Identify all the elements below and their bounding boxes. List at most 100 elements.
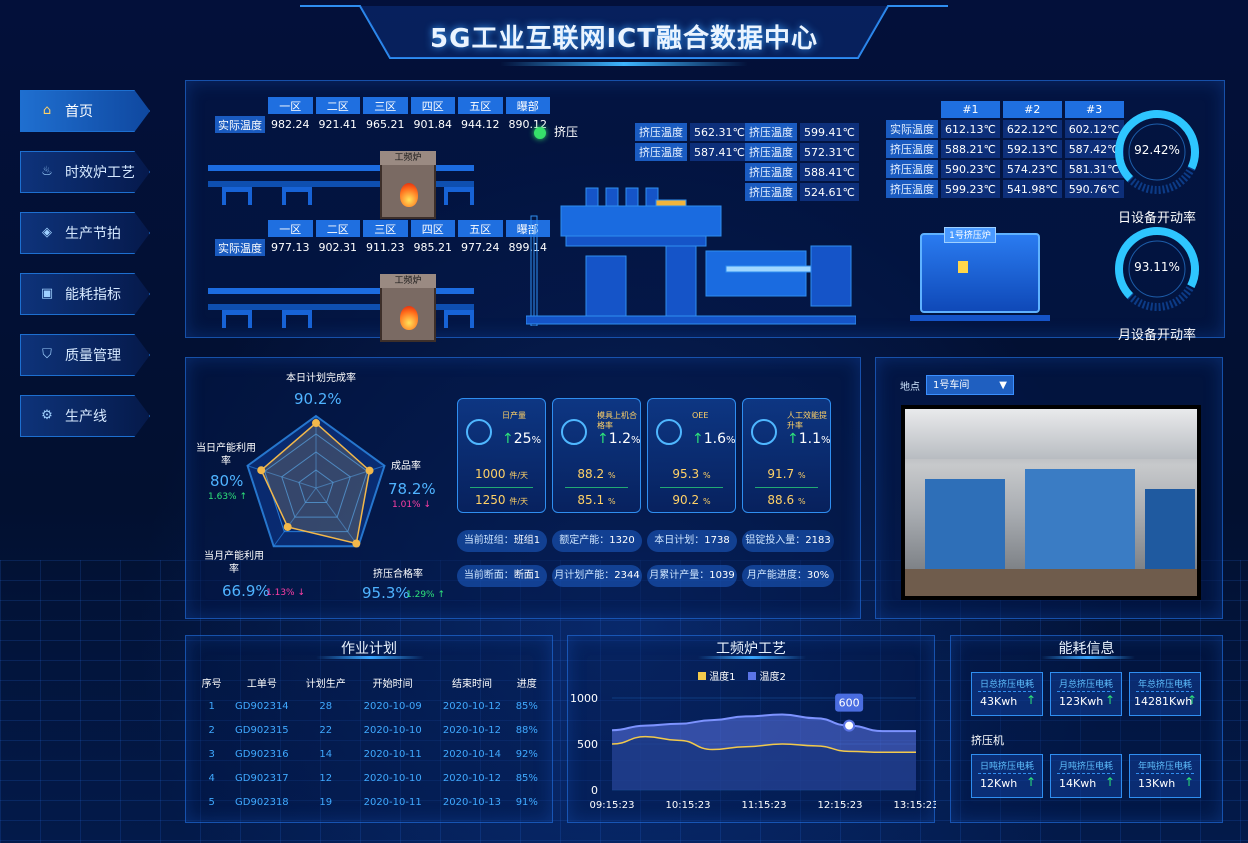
kpi-actual-unit: 件/天 (509, 471, 529, 480)
status-dot-icon (534, 126, 546, 139)
table-cell: 3 (208, 748, 215, 760)
floor (905, 569, 1197, 596)
kpi-target-value: 1250 (474, 493, 506, 507)
kpi-delta-value: 1.2 (608, 431, 631, 447)
zone-temp: 977.13 (271, 241, 310, 254)
x-tick-label: 13:15:23 (894, 800, 936, 811)
furnace-1-table: 一区 二区 三区 四区 五区 曝部 实际温度 982.24 921.41 965… (212, 95, 553, 135)
pill-value: 30% (806, 570, 830, 581)
legend-label: 温度1 (709, 672, 736, 683)
pill-value: 2183 (805, 535, 831, 546)
temp-value: 524.61℃ (800, 183, 859, 201)
dashed-divider (1136, 691, 1194, 692)
sidebar-item-label: 能耗指标 (65, 287, 121, 303)
sidebar-item-quality[interactable]: ⛉ 质量管理 (20, 334, 150, 376)
table-cell: 92% (515, 748, 538, 760)
series-area-temp1 (612, 736, 916, 790)
info-pill: 铝锭投入量：2183 (742, 530, 834, 552)
temp-value: 572.31℃ (800, 143, 859, 161)
radar-axis-label: 本日计划完成率 (286, 373, 356, 384)
kpi-delta-value: 1.1 (798, 431, 821, 447)
legend-label: 温度2 (759, 672, 786, 683)
production-kpi-panel: 本日计划完成率 90.2% 成品率 78.2% 1.01% ↓ 挤压合格率 95… (185, 357, 861, 619)
kpi-delta-unit: % (531, 435, 542, 446)
sidebar-item-aging-furnace[interactable]: ♨ 时效炉工艺 (20, 151, 150, 193)
arrow-up-icon: ↑ (1183, 775, 1194, 789)
press-frame (526, 187, 856, 326)
y-tick-label: 1000 (570, 692, 598, 705)
kpi-target-value: 90.2 (672, 493, 700, 507)
zone-temp: 911.23 (366, 241, 405, 254)
zone-temp: 944.12 (461, 118, 500, 131)
energy-card-value: 13Kwh (1138, 777, 1176, 790)
kpi-card-oee: OEE ↑1.6% 95.3 % 90.2 % (647, 398, 736, 513)
temp-label: 挤压温度 (886, 140, 938, 158)
y-tick-label: 500 (577, 738, 598, 751)
stopwatch-icon (466, 419, 492, 445)
dashed-divider (1057, 691, 1115, 692)
energy-card-title: 月总挤压电耗 (1058, 680, 1113, 690)
gauge-label: 月设备开动率 (1117, 328, 1196, 343)
conveyor-rail (208, 288, 474, 294)
gauge-ring (1115, 110, 1199, 194)
zone-temp: 921.41 (318, 118, 358, 131)
zone-header: 一区 (268, 97, 313, 114)
dashed-divider (978, 773, 1036, 774)
table-cell: 28 (319, 700, 333, 712)
zone-temp: 902.31 (318, 241, 358, 254)
energy-card-value: 123Kwh (1059, 695, 1104, 708)
radar-grid-ring (264, 433, 368, 533)
kpi-target-unit: % (797, 497, 806, 506)
energy-card: 年总挤压电耗 14281Kwh ↑ (1129, 672, 1201, 716)
kpi-card-daily-output: 日产量 ↑25% 1000 件/天 1250 件/天 (457, 398, 546, 513)
kpi-target: 85.1 % (553, 493, 640, 507)
energy-panel: 能耗信息 日总挤压电耗 43Kwh ↑ 月总挤压电耗 123Kwh ↑ 年总挤压… (950, 635, 1223, 823)
sidebar-item-production-line[interactable]: ⚙ 生产线 (20, 395, 150, 437)
x-tick-label: 09:15:23 (590, 800, 635, 811)
meter-icon: ▣ (40, 286, 54, 301)
sidebar-item-home[interactable]: ⌂ 首页 (20, 90, 150, 132)
sidebar-item-energy[interactable]: ▣ 能耗指标 (20, 273, 150, 315)
table-cell: 14 (319, 748, 333, 760)
kpi-title: 模具上机合格率 (597, 411, 637, 430)
pill-value: 1738 (704, 535, 730, 546)
location-select[interactable]: 1号车间 ▼ (926, 375, 1014, 395)
kpi-actual: 1000 件/天 (458, 467, 545, 481)
pill-label: 月累计产量： (649, 570, 710, 581)
kpi-target-unit: 件/天 (509, 497, 529, 506)
kpi-divider (660, 487, 723, 488)
daily-uptime-gauge: 92.42% 日设备开动率 (1112, 107, 1202, 226)
extrusion-legend: 挤压 (534, 123, 578, 140)
zone-header: 一区 (268, 220, 313, 237)
location-label: 地点 (900, 382, 920, 393)
zone-header: 三区 (363, 220, 408, 237)
dashed-divider (1136, 773, 1194, 774)
zone-header: 四区 (410, 220, 455, 237)
kpi-actual-value: 95.3 (672, 467, 700, 481)
series-line-temp2 (611, 713, 916, 733)
sidebar-item-production-takt[interactable]: ◈ 生产节拍 (20, 212, 150, 254)
energy-card-title: 年总挤压电耗 (1137, 680, 1192, 690)
arrow-up-icon: ↑ (787, 431, 799, 447)
temp-value: 602.12℃ (1064, 120, 1124, 138)
kpi-actual-value: 1000 (474, 467, 506, 481)
temp-label: 挤压温度 (886, 160, 938, 178)
gauge-fill-arc (1115, 110, 1199, 194)
furnace-casing (920, 233, 1040, 313)
camera-feed[interactable] (901, 405, 1201, 600)
energy-card: 月吨挤压电耗 14Kwh ↑ (1050, 754, 1122, 798)
chart-legend: 温度1 温度2 (698, 668, 786, 683)
radar-axis-delta: 1.63% ↑ (208, 492, 247, 502)
panel-title: 能耗信息 (1058, 641, 1115, 657)
title-underline (316, 656, 424, 659)
machine-silhouette (925, 479, 1005, 569)
legend-swatch (698, 672, 706, 680)
header-glow (500, 62, 748, 66)
